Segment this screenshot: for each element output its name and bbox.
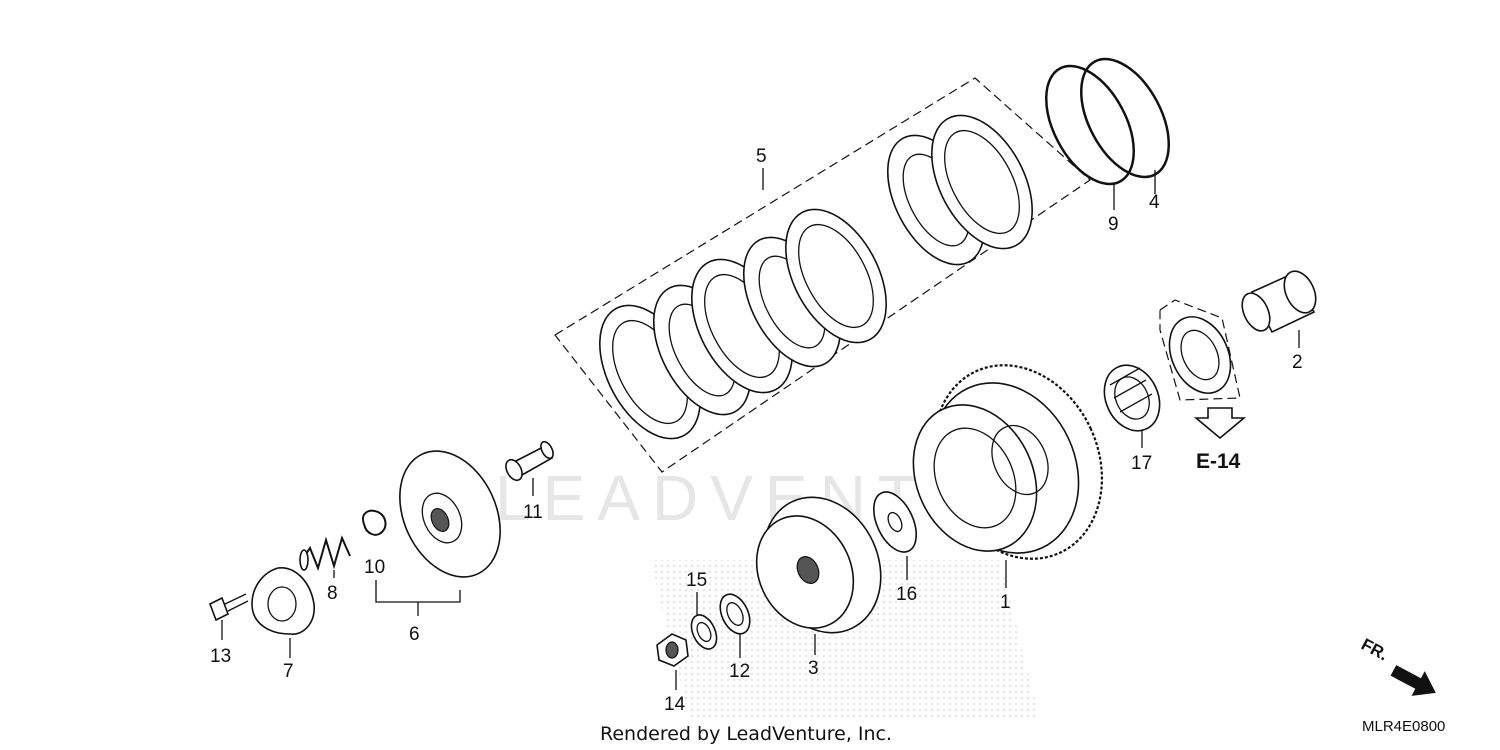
callout-9: 9: [1108, 214, 1119, 235]
callout-14: 14: [664, 694, 686, 715]
callout-13: 13: [210, 646, 231, 667]
callout-5: 5: [756, 146, 767, 167]
callout-12: 12: [729, 661, 750, 682]
callout-1: 1: [1000, 592, 1011, 613]
lifter-rod-part-11: [505, 440, 554, 482]
callout-17: 17: [1131, 453, 1152, 474]
needle-bearing-part-17: [1103, 364, 1161, 432]
collar-part-2: [1241, 270, 1317, 334]
friction-disc-4: [931, 114, 1033, 250]
thrust-washer-part-16: [873, 491, 917, 553]
bolt-part-13: [208, 593, 249, 622]
leader-lines: [221, 168, 1300, 690]
pressure-plate-part-6: [399, 450, 501, 578]
clutch-plate-set: [599, 114, 1033, 440]
callout-3: 3: [808, 658, 819, 679]
lifter-plate-part-7: [251, 567, 315, 635]
spring-part-8: [299, 535, 351, 572]
callout-10: 10: [364, 557, 385, 578]
reference-outline: [1159, 299, 1241, 401]
ring-part-9: [1045, 64, 1135, 186]
friction-disc-3: [785, 208, 887, 344]
reference-label: E-14: [1196, 450, 1241, 473]
callout-15: 15: [686, 570, 707, 591]
callout-4: 4: [1149, 192, 1160, 213]
washer-part-12: [719, 593, 751, 635]
callout-2: 2: [1292, 352, 1303, 373]
callout-11: 11: [523, 502, 543, 523]
plate-set-outline: [554, 77, 1091, 473]
ring-part-4: [1080, 57, 1170, 179]
watermark-halftone: [650, 560, 1040, 720]
front-direction-indicator: FR.: [1358, 635, 1436, 696]
callout-7: 7: [283, 661, 294, 682]
reference-gear: [1168, 316, 1232, 394]
reference-arrow-icon: [1193, 407, 1247, 440]
credit-text: Rendered by LeadVenture, Inc.: [600, 723, 892, 745]
callout-16: 16: [896, 584, 917, 605]
diagram-code: MLR4E0800: [1362, 718, 1445, 735]
lock-nut-part-14: [656, 633, 689, 667]
front-arrow-icon: [1390, 665, 1436, 696]
callout-8: 8: [327, 583, 338, 604]
clutch-center-part-3: [755, 496, 882, 634]
clutch-outer-part-1: [912, 364, 1104, 560]
front-direction-label: FR.: [1358, 635, 1391, 665]
circlip-part-10: [362, 509, 387, 536]
callout-6: 6: [409, 624, 420, 645]
